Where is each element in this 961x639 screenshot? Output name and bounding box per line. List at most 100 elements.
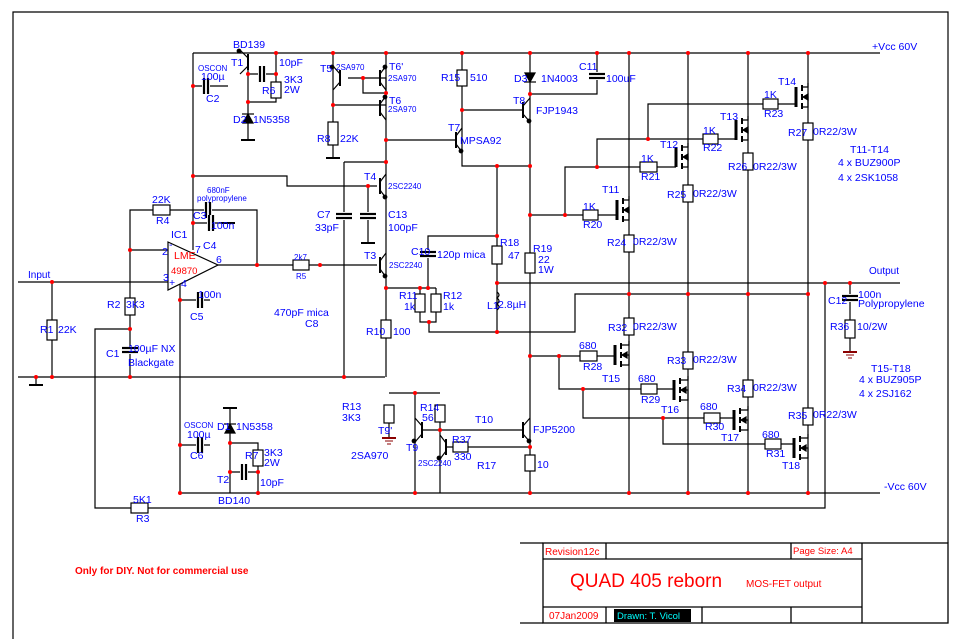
transistor-arrow [329, 64, 335, 70]
input-label: Input [28, 270, 50, 281]
resistor [252, 449, 264, 467]
junction-dot [495, 234, 499, 238]
junction-dot [255, 263, 259, 267]
r31-value: 680 [762, 429, 780, 441]
d2-value: 1N5358 [253, 114, 290, 126]
junction-dot [686, 51, 690, 55]
resistor [623, 234, 635, 253]
resistor [640, 383, 658, 395]
resistor [292, 259, 310, 271]
d2-ref: D2 [233, 114, 247, 126]
r1-ref: R1 [40, 324, 54, 336]
diode-icon [523, 72, 537, 84]
r10-value: 100 [393, 326, 411, 338]
r35-ref: R35 [788, 410, 807, 422]
transistor-lead [439, 434, 447, 444]
junction-dot [191, 84, 195, 88]
mosfet-arrow [622, 205, 630, 215]
mosfet-drain [800, 434, 809, 439]
r25-ref: R25 [667, 189, 686, 201]
junction-dot [50, 375, 54, 379]
c1-ref: C1 [106, 348, 120, 360]
t10-value: FJP5200 [533, 424, 575, 436]
r30-ref: R30 [705, 421, 724, 433]
junction-dot [413, 491, 417, 495]
r18-value: 47 [508, 250, 520, 262]
transistor-lead [379, 111, 387, 121]
wire [662, 418, 794, 445]
resistor [46, 319, 58, 341]
junction-dot [318, 263, 322, 267]
r12-ref: R12 [443, 290, 462, 302]
r37-value: 330 [454, 451, 472, 463]
mosfet-arrow [739, 415, 747, 425]
transistor-icon [379, 94, 388, 121]
junction-dot [427, 320, 431, 324]
junction-dot [256, 491, 260, 495]
r36-ref: R36 [830, 321, 849, 333]
junction-dot [595, 51, 599, 55]
resistor [844, 319, 856, 339]
transistor-arrow [382, 64, 388, 70]
r36-value: 10/2W [857, 321, 887, 333]
wire [230, 442, 259, 493]
c4-ref: C4 [203, 240, 217, 252]
junction-dot [495, 164, 499, 168]
wire [582, 389, 734, 419]
transistor-lead [414, 417, 423, 427]
t4-ref: T4 [364, 171, 376, 183]
junction-dot [686, 292, 690, 296]
wire [94, 283, 826, 509]
junction-dot [128, 375, 132, 379]
upper-type2: 4 x 2SK1058 [838, 172, 898, 184]
wire [428, 293, 808, 333]
resistor [270, 81, 282, 99]
c11-value: 100uF [606, 73, 636, 85]
junction-dot [418, 286, 422, 290]
transistor-icon [379, 64, 388, 91]
date: 07Jan2009 [549, 611, 599, 622]
resistor [124, 297, 136, 316]
resistor [582, 209, 599, 221]
r26-value: 0R22/3W [753, 161, 797, 173]
junction-dot [191, 174, 195, 178]
junction-dot [178, 491, 182, 495]
junction-dot [495, 281, 499, 285]
c12-value: 100n [858, 289, 882, 301]
r12-value: 1k [443, 301, 455, 313]
capacitor [202, 78, 210, 94]
l1-ref: L1 [487, 300, 499, 312]
junction-dot [746, 491, 750, 495]
resistor [380, 319, 392, 339]
r8-value: 22K [340, 133, 359, 145]
t16-ref: T16 [661, 404, 679, 416]
r19-ref: R19 [533, 243, 552, 255]
junction-dot [384, 138, 388, 142]
transistor-icon [236, 48, 249, 75]
transistor-arrow [436, 455, 442, 461]
t9p-value: 2SA970 [351, 450, 389, 462]
transistor-icon [522, 97, 532, 124]
r7-value2: 2W [264, 457, 280, 469]
junction-dot [384, 286, 388, 290]
resistor [456, 69, 468, 87]
mosfet-icon [672, 376, 689, 402]
capacitor [196, 437, 204, 453]
junction-dot [806, 292, 810, 296]
r30-value: 680 [700, 401, 718, 413]
mosfet-icon [734, 116, 749, 142]
mosfet-arrow [801, 92, 809, 102]
junction-dot [557, 354, 561, 358]
resistor [802, 122, 814, 141]
t1-value: BD139 [233, 39, 265, 51]
t9-value: 2SC2240 [418, 459, 452, 468]
c2-value: 100µ [201, 71, 225, 83]
r28-value: 680 [579, 340, 597, 352]
r15-value: 510 [470, 72, 488, 84]
resistor [491, 245, 503, 265]
t9-ref: T9 [406, 442, 418, 454]
r20-ref: R20 [583, 219, 602, 231]
transistor-icon [522, 417, 532, 444]
junction-dot [128, 327, 132, 331]
junction-dot [246, 72, 250, 76]
